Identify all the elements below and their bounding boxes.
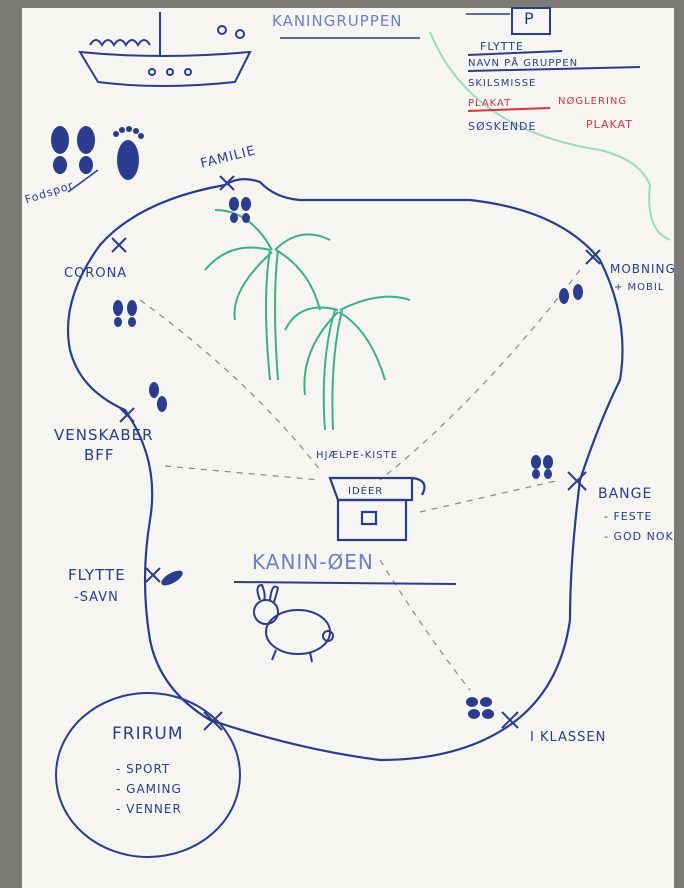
place-mobil: + MOBIL [614, 282, 665, 293]
place-bange-item: - GOD NOK [604, 530, 674, 543]
place-corona: CORONA [64, 266, 128, 281]
page-title: KANINGRUPPEN [272, 12, 403, 30]
topic-item: SØSKENDE [468, 120, 537, 133]
palm-tree-icon [204, 209, 411, 431]
place-savn: -SAVN [74, 590, 119, 605]
rabbit-icon [253, 583, 334, 663]
frirum-circle [55, 692, 241, 858]
dashed-paths [139, 269, 581, 691]
place-bange-item: - FESTE [604, 510, 653, 523]
treasure-chest-icon [328, 476, 426, 542]
place-mobning: MOBNING [610, 262, 676, 276]
chest-label: HJÆLPE-KISTE [316, 450, 399, 461]
footprints-arrow [67, 169, 99, 193]
place-bange: BANGE [598, 486, 653, 502]
chest-sign: IDÉER [348, 486, 384, 497]
topic-item: SKILSMISSE [468, 78, 537, 89]
location-markers [111, 175, 601, 731]
green-wave-line [429, 31, 671, 241]
strike-plakat [467, 107, 551, 112]
corner-box [511, 7, 551, 35]
strike-navn [467, 66, 641, 72]
island-outline [66, 178, 624, 762]
corner-box-label: P [524, 9, 535, 28]
topic-item: PLAKAT [586, 118, 633, 131]
island-name-underline [233, 581, 457, 585]
topic-item: PLAKAT [468, 98, 512, 109]
footprint-marks [113, 197, 583, 719]
place-i-klassen: I KLASSEN [530, 730, 607, 745]
frirum-item: - GAMING [116, 782, 182, 796]
ship-icon [78, 12, 252, 87]
topic-item: NAVN PÅ GRUPPEN [468, 58, 579, 69]
place-bff: BFF [84, 446, 115, 464]
place-venskaber: VENSKABER [54, 426, 154, 444]
place-flytte: FLYTTE [68, 566, 126, 584]
frirum-title: FRIRUM [112, 724, 184, 744]
island-name: KANIN-ØEN [252, 550, 374, 574]
footprints-icon [51, 126, 144, 180]
frirum-item: - SPORT [116, 762, 171, 776]
frirum-item: - VENNER [116, 802, 182, 816]
strike-flytte [467, 50, 563, 56]
topic-item: NØGLERING [558, 96, 628, 107]
topic-item: FLYTTE [480, 40, 524, 53]
